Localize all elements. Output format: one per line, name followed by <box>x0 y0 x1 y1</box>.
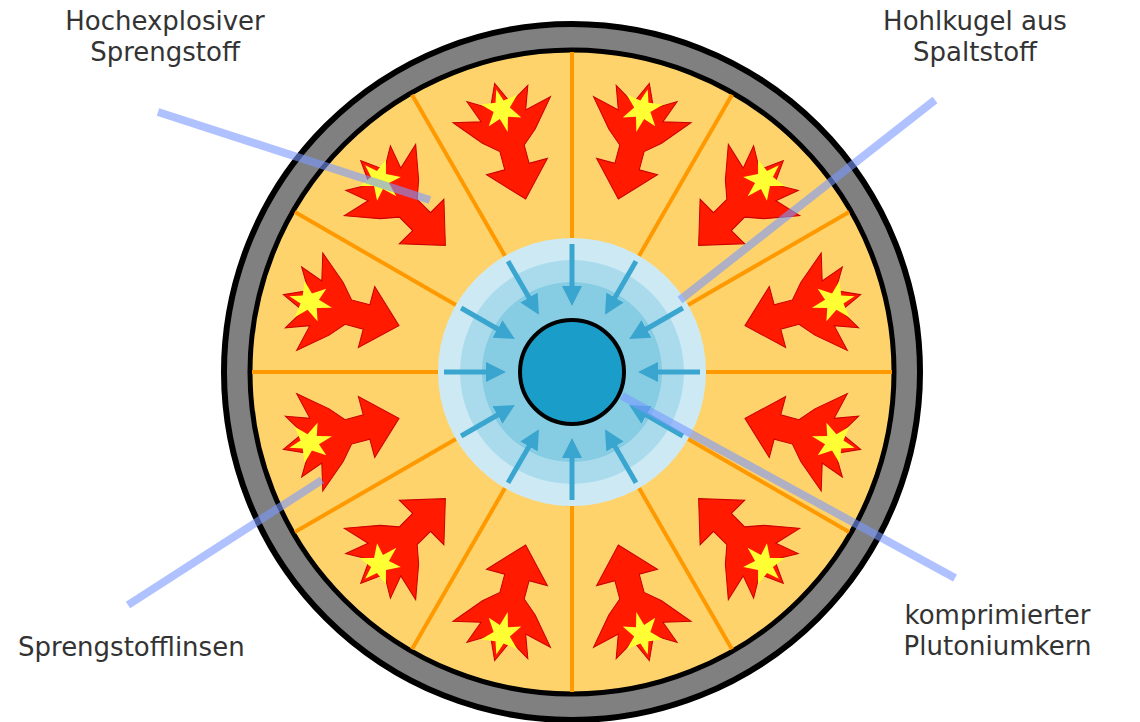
explosion-burst <box>446 70 574 212</box>
compression-arrow <box>444 370 496 375</box>
outer-casing <box>224 24 920 720</box>
compression-arrow <box>508 438 534 483</box>
fissile-shell-outer <box>438 238 706 506</box>
explosion-burst <box>446 532 574 674</box>
fissile-shell-inner <box>482 282 662 462</box>
callout-label: komprimierter Plutoniumkern <box>870 600 1125 662</box>
compression-arrow <box>570 448 575 500</box>
compression-arrow <box>648 370 700 375</box>
callout-label: Sprengstofflinsen <box>18 632 338 663</box>
callout-label: Hochexplosiver Sprengstoff <box>40 6 290 68</box>
lens-dividers <box>252 52 892 692</box>
compression-arrow <box>610 261 636 306</box>
explosion-bursts <box>270 70 873 673</box>
explosive-layer <box>250 50 894 694</box>
explosion-burst <box>270 246 412 374</box>
compression-arrow <box>461 410 506 436</box>
lens-divider <box>706 370 892 374</box>
compression-arrow <box>461 308 506 334</box>
lens-divider <box>570 506 574 692</box>
explosion-burst <box>663 125 819 281</box>
leader-line <box>622 396 955 578</box>
leader-line <box>680 100 935 300</box>
plutonium-core <box>520 320 624 424</box>
compression-arrow <box>508 261 534 306</box>
explosion-burst <box>570 532 698 674</box>
explosion-burst <box>732 246 874 374</box>
explosion-burst <box>325 125 481 281</box>
explosion-burst <box>270 370 412 498</box>
compression-arrow <box>610 438 636 483</box>
explosion-burst <box>325 463 481 619</box>
leader-line <box>158 112 430 200</box>
compression-arrow <box>570 244 575 296</box>
compression-arrows <box>444 244 700 500</box>
leader-line <box>128 480 322 605</box>
lens-divider <box>252 370 438 374</box>
explosion-burst <box>732 370 874 498</box>
explosion-burst <box>570 70 698 212</box>
callout-label: Hohlkugel aus Spaltstoff <box>845 6 1105 68</box>
leader-lines <box>128 100 955 605</box>
lens-divider <box>570 52 574 238</box>
compression-arrow <box>638 308 683 334</box>
